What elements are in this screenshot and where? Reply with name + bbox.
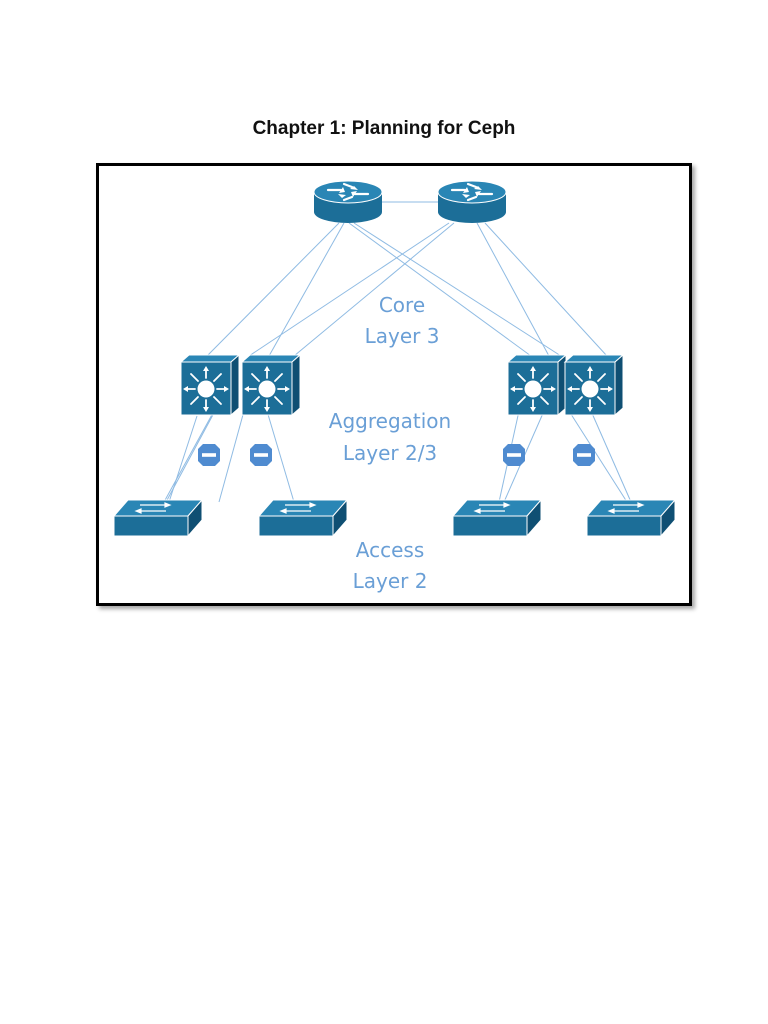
- router-icon: [312, 179, 384, 225]
- multilayer-switch-icon: [241, 354, 301, 416]
- core-label: Core: [379, 293, 425, 317]
- network-diagram-frame: Core Layer 3 Aggregation Layer 2/3 Acces…: [96, 163, 692, 606]
- multilayer-switch-icon: [180, 354, 240, 416]
- multilayer-switch-icon: [564, 354, 624, 416]
- access-layer-label: Layer 2: [353, 569, 428, 593]
- workgroup-switch-icon: [452, 499, 542, 537]
- network-links: [163, 201, 632, 503]
- blocked-port-icon: [573, 444, 595, 466]
- router-icon: [436, 179, 508, 225]
- workgroup-switch-icon: [113, 499, 203, 537]
- core-layer-label: Layer 3: [365, 324, 440, 348]
- workgroup-switch-icon: [258, 499, 348, 537]
- blocked-port-icon: [503, 444, 525, 466]
- aggregation-label: Aggregation: [329, 409, 451, 433]
- access-label: Access: [356, 538, 424, 562]
- aggregation-layer-label: Layer 2/3: [343, 441, 437, 465]
- network-diagram: Core Layer 3 Aggregation Layer 2/3 Acces…: [113, 179, 676, 593]
- chapter-title: Chapter 1: Planning for Ceph: [252, 118, 516, 139]
- blocked-port-icon: [250, 444, 272, 466]
- workgroup-switch-icon: [586, 499, 676, 537]
- blocked-port-icon: [198, 444, 220, 466]
- multilayer-switch-icon: [507, 354, 567, 416]
